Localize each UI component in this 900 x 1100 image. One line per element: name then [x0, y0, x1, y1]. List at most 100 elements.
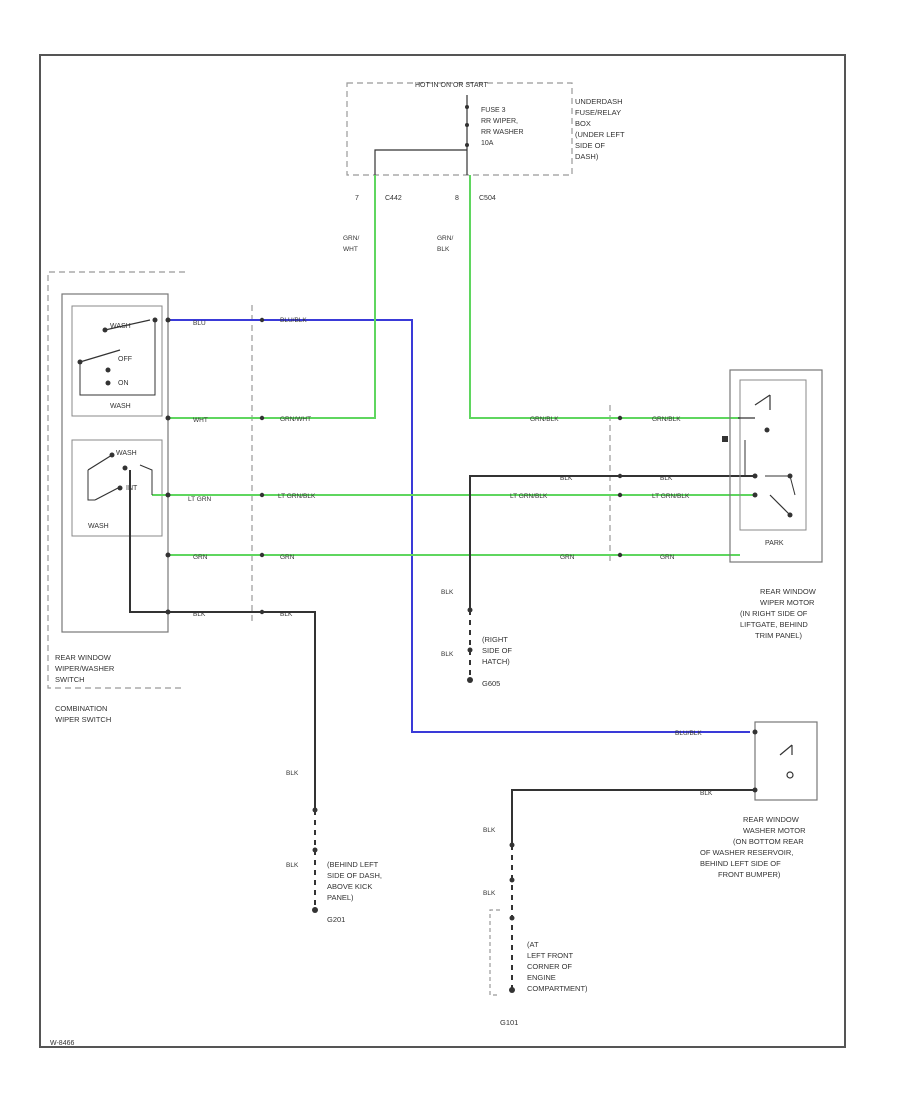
fuse-line-1: FUSE 3	[481, 107, 506, 114]
switch-wash-low-top: WASH	[116, 450, 137, 457]
ground-engine: (AT LEFT FRONT CORNER OF ENGINE COMPARTM…	[489, 909, 588, 1027]
ground-mid-1: (RIGHT	[482, 635, 508, 644]
ground-left-2: SIDE OF DASH,	[327, 871, 382, 880]
lbl-blk-ground-mid-1: BLK	[441, 589, 454, 596]
lbl-blk-ground-left-2: BLK	[286, 862, 299, 869]
wire-grn-wht	[168, 175, 376, 419]
motor-label-5: TRIM PANEL)	[755, 631, 802, 640]
ground-hatch: (RIGHT SIDE OF HATCH) G605	[482, 635, 512, 688]
motor-label-2: WIPER MOTOR	[760, 598, 815, 607]
fuse-box-label-4: (UNDER LEFT	[575, 130, 625, 139]
fuse-box-label-5: SIDE OF	[575, 141, 605, 150]
combination-switch-box: WASH OFF ON WASH WASH INT WASH REAR WIND…	[47, 271, 185, 724]
lbl-blu-blk-washer: BLU/BLK	[675, 730, 702, 737]
wire-blu	[168, 319, 750, 733]
lbl-wht-left: WHT	[193, 417, 208, 424]
ground-left-4: PANEL)	[327, 893, 354, 902]
washer-label-2: WASHER MOTOR	[743, 826, 806, 835]
ground-right-5: COMPARTMENT)	[527, 984, 588, 993]
fuse-box-label-3: BOX	[575, 119, 591, 128]
lbl-grn-right-1: GRN	[560, 554, 575, 561]
ground-dash: (BEHIND LEFT SIDE OF DASH, ABOVE KICK PA…	[327, 860, 382, 924]
ground-mid-3: HATCH)	[482, 657, 510, 666]
combo-label-2: WIPER SWITCH	[55, 715, 111, 724]
washer-label-1: REAR WINDOW	[743, 815, 800, 824]
lbl-blk-mid: BLK	[280, 611, 293, 618]
lbl-grn-blk-right-2: GRN/BLK	[652, 416, 681, 423]
ground-left-5: G201	[327, 915, 345, 924]
fuse-box: HOT IN ON OR START FUSE 3 RR WIPER, RR W…	[346, 82, 625, 202]
lbl-blu-left: BLU	[193, 320, 206, 327]
switch-off: OFF	[118, 356, 132, 363]
ground-right-1: (AT	[527, 940, 539, 949]
switch-label-3: SWITCH	[55, 675, 85, 684]
lbl-grn-blk-right-1: GRN/BLK	[530, 416, 559, 423]
lbl-blk-washer: BLK	[700, 790, 713, 797]
lbl-blk-left: BLK	[193, 611, 206, 618]
ground-mid-2: SIDE OF	[482, 646, 512, 655]
lbl-blk-ground-right-1: BLK	[483, 827, 496, 834]
ground-mid-4: G605	[482, 679, 500, 688]
lbl-grn-wht-top-1: GRN/	[343, 235, 359, 242]
fuse-line-4: 10A	[481, 140, 494, 147]
motor-park: PARK	[765, 540, 784, 547]
wire-blk-hatch	[469, 475, 755, 610]
washer-label-4: OF WASHER RESERVOIR,	[700, 848, 793, 857]
rear-washer-motor: REAR WINDOW WASHER MOTOR (ON BOTTOM REAR…	[700, 721, 818, 879]
combo-label-1: COMBINATION	[55, 704, 107, 713]
washer-label-5: BEHIND LEFT SIDE OF	[700, 859, 781, 868]
diagram-frame	[39, 54, 846, 1048]
washer-label-6: FRONT BUMPER)	[718, 870, 781, 879]
fuse-line-3: RR WASHER	[481, 129, 524, 136]
fuse-line-2: RR WIPER,	[481, 118, 518, 125]
lbl-grn-wht-mid: GRN/WHT	[280, 416, 311, 423]
wire-grn-blk	[469, 175, 740, 419]
wires	[129, 175, 755, 990]
pin-8: 8	[455, 195, 459, 202]
footer-code: W-8466	[50, 1040, 74, 1047]
lbl-grn-mid: GRN	[280, 554, 295, 561]
lbl-blk-right-1: BLK	[560, 475, 573, 482]
ground-right-3: CORNER OF	[527, 962, 572, 971]
wire-blk-dash	[129, 470, 316, 810]
lbl-ltgrn-right-2: LT GRN/BLK	[652, 493, 690, 500]
switch-wash-top: WASH	[110, 323, 131, 330]
lbl-grn-blk-top-2: BLK	[437, 246, 450, 253]
ground-right-4: ENGINE	[527, 973, 556, 982]
switch-wash-mid: WASH	[110, 403, 131, 410]
ground-left-1: (BEHIND LEFT	[327, 860, 379, 869]
switch-label-1: REAR WINDOW	[55, 653, 112, 662]
ground-right-id: G101	[500, 1018, 518, 1027]
lbl-grn-right-2: GRN	[660, 554, 675, 561]
lbl-blk-right-2: BLK	[660, 475, 673, 482]
fuse-box-label-6: DASH)	[575, 152, 599, 161]
lbl-ltgrn-left: LT GRN	[188, 496, 212, 503]
lbl-ltgrn-mid: LT GRN/BLK	[278, 493, 316, 500]
switch-label-2: WIPER/WASHER	[55, 664, 115, 673]
lbl-blk-ground-left-1: BLK	[286, 770, 299, 777]
wire-labels: GRN/ WHT GRN/ BLK BLU BLU/BLK WHT GRN/WH…	[188, 235, 713, 897]
rear-wiper-motor: PARK REAR WINDOW WIPER MOTOR (IN RIGHT S…	[722, 369, 823, 640]
switch-wash-low: WASH	[88, 523, 109, 530]
lbl-blk-ground-mid-2: BLK	[441, 651, 454, 658]
fuse-box-label-1: UNDERDASH	[575, 97, 623, 106]
connector-dots	[165, 317, 623, 993]
motor-label-3: (IN RIGHT SIDE OF	[740, 609, 808, 618]
lbl-blu-mid: BLU/BLK	[280, 317, 307, 324]
pin-7: 7	[355, 195, 359, 202]
washer-label-3: (ON BOTTOM REAR	[733, 837, 804, 846]
lbl-blk-ground-right-2: BLK	[483, 890, 496, 897]
fuse-box-header: HOT IN ON OR START	[415, 82, 488, 89]
motor-label-4: LIFTGATE, BEHIND	[740, 620, 808, 629]
ground-left-3: ABOVE KICK	[327, 882, 372, 891]
fuse-box-label-2: FUSE/RELAY	[575, 108, 621, 117]
switch-int: INT	[126, 485, 138, 492]
lbl-ltgrn-right-1: LT GRN/BLK	[510, 493, 548, 500]
connector-c442: C442	[385, 195, 402, 202]
ground-right-2: LEFT FRONT	[527, 951, 574, 960]
lbl-grn-wht-top-2: WHT	[343, 246, 358, 253]
connector-c504: C504	[479, 195, 496, 202]
switch-on: ON	[118, 380, 129, 387]
lbl-grn-blk-top-1: GRN/	[437, 235, 453, 242]
